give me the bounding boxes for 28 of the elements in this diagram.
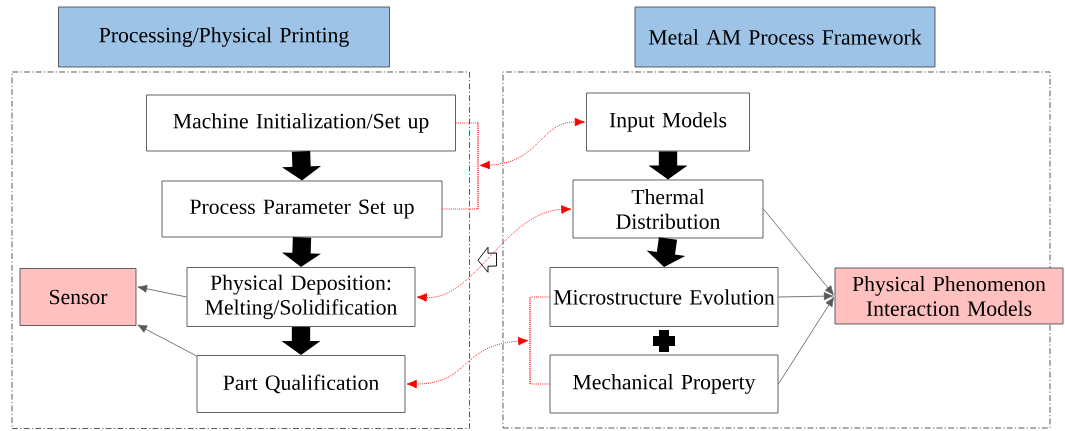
dotted-arrow	[406, 336, 529, 389]
process-box: Microstructure Evolution	[549, 267, 779, 327]
hollow-arrow	[477, 246, 497, 273]
process-box: Thermal Distribution	[572, 179, 764, 239]
highlighted-box: Sensor	[19, 268, 137, 326]
bracket-line	[529, 296, 531, 385]
arrow	[778, 296, 835, 385]
group-frame	[502, 71, 1051, 429]
process-box: Physical Deposition: Melting/Solidification	[186, 267, 416, 327]
arrow	[763, 208, 834, 296]
dotted-arrow	[416, 205, 572, 302]
arrow	[137, 284, 187, 298]
process-box: Machine Initialization/Set up	[146, 94, 456, 152]
process-box: Input Models	[586, 92, 750, 152]
arrow	[778, 292, 834, 301]
process-box: Mechanical Property	[549, 354, 779, 414]
dotted-line	[530, 296, 551, 298]
bracket-line	[477, 121, 479, 210]
header-box: Processing/Physical Printing	[58, 6, 390, 68]
header-box: Metal AM Process Framework	[634, 6, 936, 68]
dotted-arrow	[479, 117, 585, 170]
dotted-line	[441, 208, 478, 210]
process-box: Part Qualification	[196, 355, 406, 413]
dotted-line	[455, 122, 478, 124]
arrow	[137, 324, 197, 357]
process-box: Process Parameter Set up	[161, 180, 443, 238]
dotted-line	[530, 383, 551, 385]
group-frame	[11, 71, 470, 429]
